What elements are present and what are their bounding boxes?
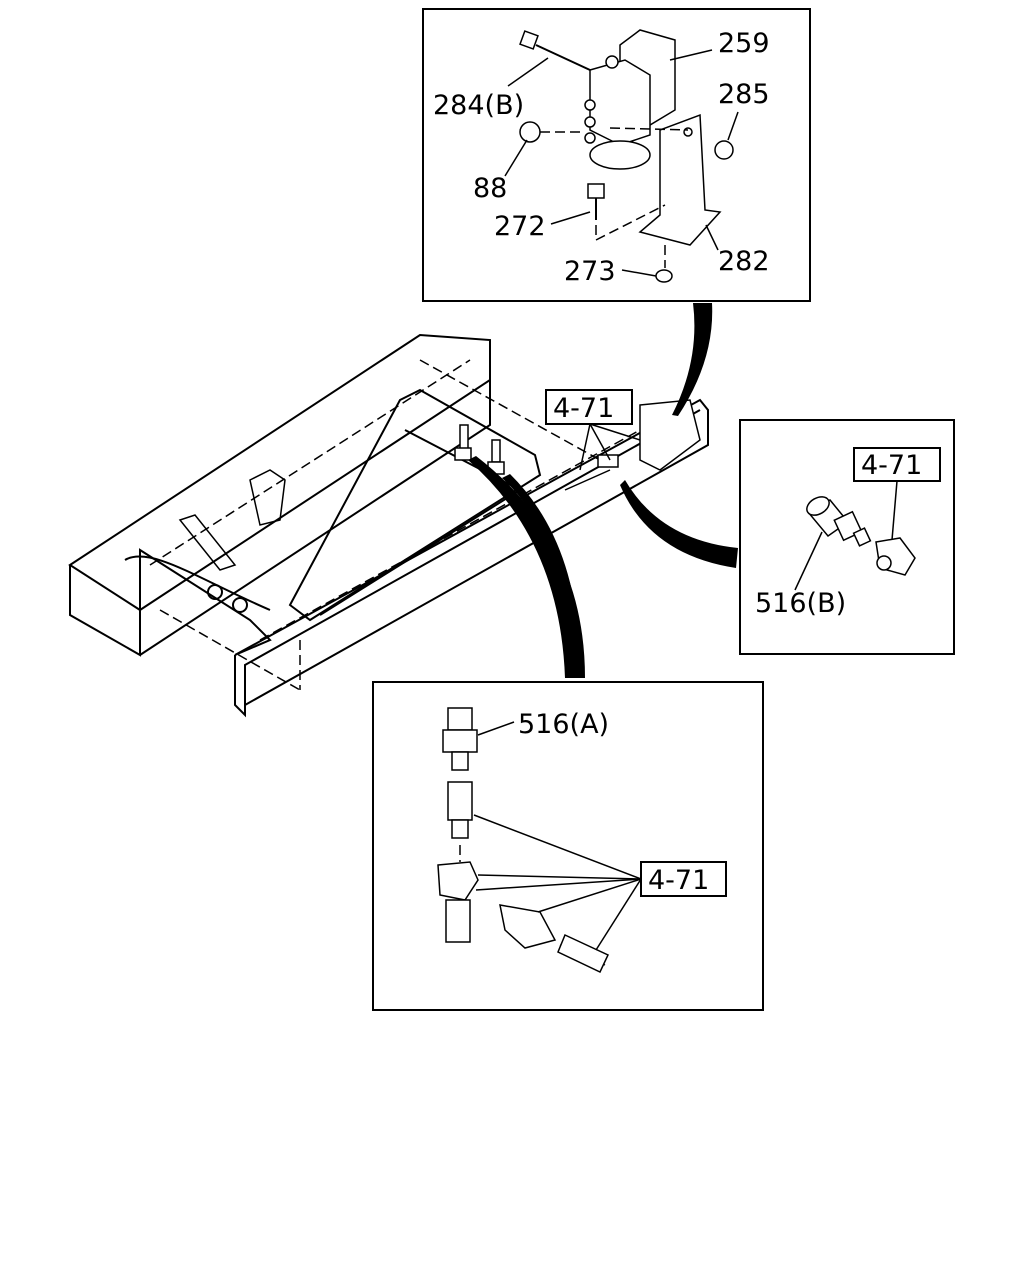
top-detail-box: 259 284(B) 285 88 272 282 273	[422, 8, 811, 302]
label-284b: 284(B)	[433, 90, 524, 121]
label-259: 259	[718, 28, 770, 59]
label-516a: 516(A)	[518, 709, 609, 740]
label-516b: 516(B)	[755, 588, 846, 619]
right-ref-label: 4-71	[861, 450, 922, 481]
connector-top	[672, 303, 713, 416]
connector-right	[620, 480, 738, 568]
label-282: 282	[718, 246, 770, 277]
chassis-frame	[68, 333, 709, 718]
label-88: 88	[473, 173, 507, 204]
label-285: 285	[718, 79, 770, 110]
bottom-detail-box: 516(A) 4-71	[372, 681, 764, 1011]
frame-ref-callout: 4-71	[545, 389, 641, 471]
label-272: 272	[494, 211, 546, 242]
label-273: 273	[564, 256, 616, 287]
right-detail-box: 4-71 516(B)	[739, 419, 955, 655]
bottom-ref-label: 4-71	[648, 865, 709, 896]
connector-bottom-2	[502, 474, 581, 678]
frame-ref-label: 4-71	[553, 393, 614, 424]
